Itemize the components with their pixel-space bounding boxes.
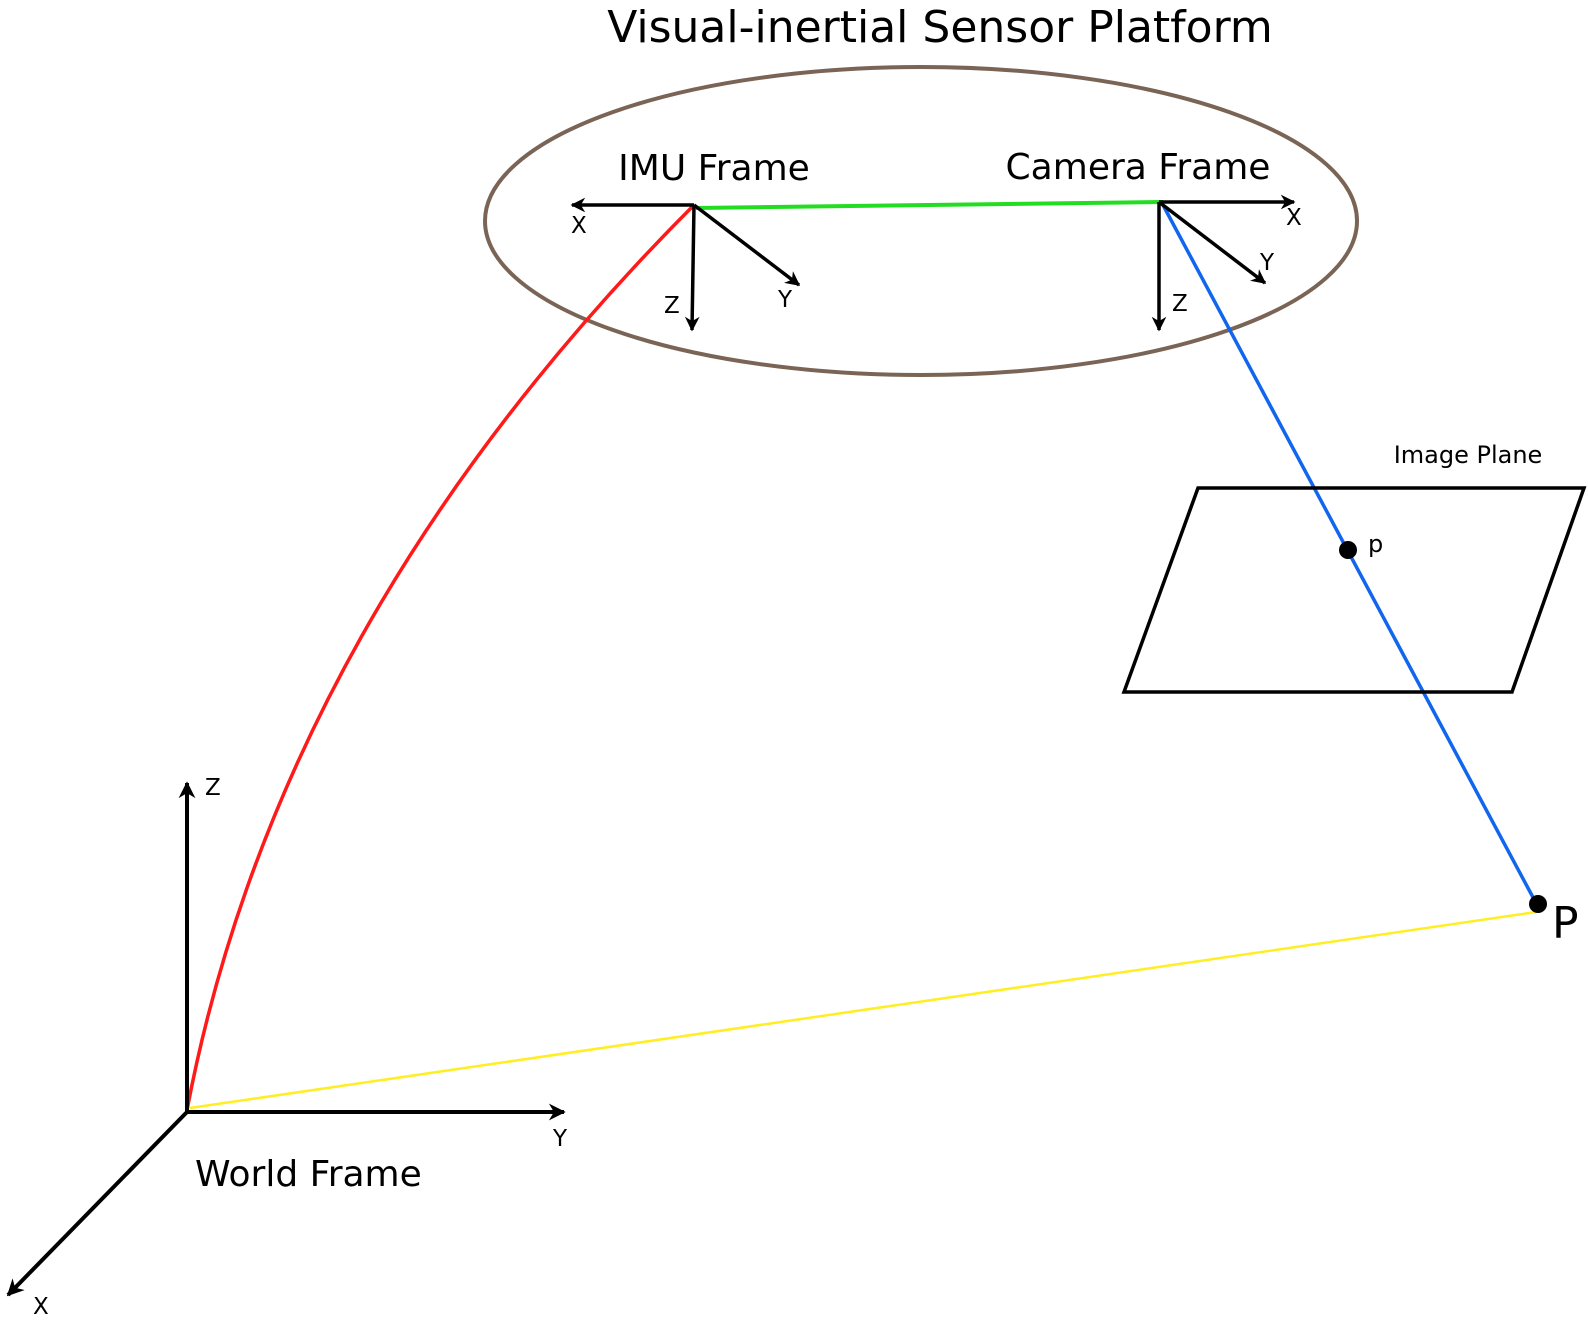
- world-y-label: Y: [552, 1126, 568, 1152]
- imu-y-label: Y: [777, 287, 793, 313]
- imu-z-axis: [684, 204, 700, 332]
- imu-y-axis: [692, 203, 801, 287]
- imu-x-label: X: [571, 213, 587, 239]
- projected-point-label: p: [1368, 530, 1383, 558]
- projected-point-dot: [1339, 541, 1357, 559]
- world-to-imu-trajectory: [185, 203, 696, 1111]
- imu-to-camera-extrinsic: [695, 200, 1164, 210]
- world-x-label: X: [33, 1294, 49, 1320]
- camera-frame-axes: X Z Y: [1151, 194, 1302, 332]
- imu-frame-axes: X Z Y: [570, 197, 801, 332]
- diagram-title: Visual-inertial Sensor Platform: [607, 2, 1273, 53]
- camera-y-label: Y: [1259, 250, 1275, 276]
- world-frame-axes: Z Y X: [6, 775, 568, 1320]
- sensor-platform-ellipse: [483, 65, 1359, 377]
- world-to-point-vector: [189, 910, 1537, 1110]
- world-point-dot: [1529, 895, 1547, 913]
- image-plane-label: Image Plane: [1394, 441, 1543, 469]
- camera-y-axis: [1157, 200, 1267, 285]
- world-point-label: P: [1552, 898, 1579, 949]
- world-x-axis: [6, 1110, 189, 1297]
- imu-z-label: Z: [664, 293, 680, 319]
- world-frame-label: World Frame: [195, 1154, 422, 1195]
- world-z-label: Z: [205, 775, 221, 801]
- camera-z-label: Z: [1172, 291, 1188, 317]
- camera-x-label: X: [1286, 205, 1302, 231]
- imu-frame-label: IMU Frame: [618, 148, 810, 189]
- image-plane: [1121, 486, 1587, 694]
- camera-frame-label: Camera Frame: [1006, 147, 1271, 188]
